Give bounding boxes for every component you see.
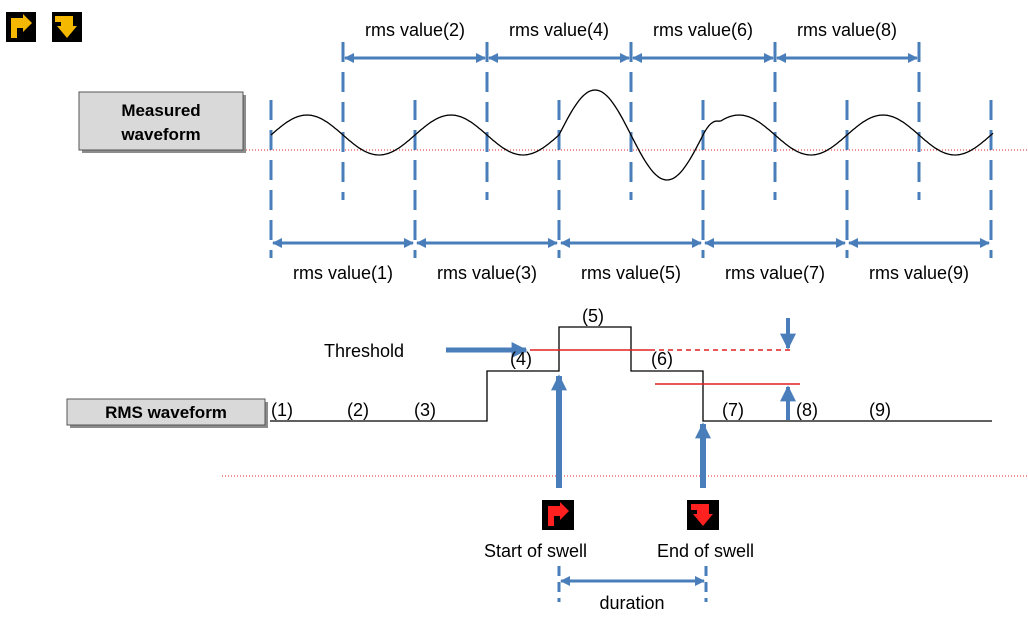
segment-label: (3) (414, 400, 436, 420)
rms-bottom-label: rms value(3) (437, 263, 537, 283)
segment-label: (6) (651, 349, 673, 369)
measured-waveform-curve (270, 89, 994, 181)
segment-label: (5) (582, 306, 604, 326)
rms-bottom-label: rms value(9) (869, 263, 969, 283)
rms-top-arrows: rms value(2) rms value(4) rms value(6) rms … (344, 20, 918, 63)
rms-top-label: rms value(2) (365, 20, 465, 40)
rms-top-label: rms value(4) (509, 20, 609, 40)
measured-label-line2: waveform (120, 125, 200, 144)
segment-label: (2) (347, 400, 369, 420)
rms-label-text: RMS waveform (105, 403, 227, 422)
segment-label: (7) (722, 400, 744, 420)
measured-label-line1: Measured (121, 101, 200, 120)
rms-bottom-arrows: rms value(1) rms value(3) rms value(5) rms … (272, 238, 990, 283)
segment-label: (4) (510, 349, 532, 369)
header-swell-end-icon (52, 12, 82, 42)
rms-bottom-label: rms value(1) (293, 263, 393, 283)
header-swell-start-icon (6, 12, 36, 42)
segment-labels: (1) (2) (3) (4) (5) (6) (7) (8) (9) (271, 306, 891, 420)
measured-waveform-label: Measured waveform (78, 91, 246, 153)
start-of-swell-label: Start of swell (484, 541, 587, 561)
segment-dividers (269, 42, 993, 258)
start-swell-event-icon (542, 500, 574, 530)
segment-label: (8) (796, 400, 818, 420)
rms-step-waveform (270, 326, 992, 422)
threshold-label: Threshold (324, 341, 404, 361)
rms-bottom-label: rms value(5) (581, 263, 681, 283)
segment-label: (1) (271, 400, 293, 420)
rms-top-label: rms value(6) (653, 20, 753, 40)
end-of-swell-label: End of swell (657, 541, 754, 561)
rms-bottom-label: rms value(7) (725, 263, 825, 283)
duration-label: duration (599, 593, 664, 613)
rms-top-label: rms value(8) (797, 20, 897, 40)
segment-label: (9) (869, 400, 891, 420)
rms-waveform-label: RMS waveform (66, 398, 268, 428)
end-swell-event-icon (687, 500, 719, 530)
